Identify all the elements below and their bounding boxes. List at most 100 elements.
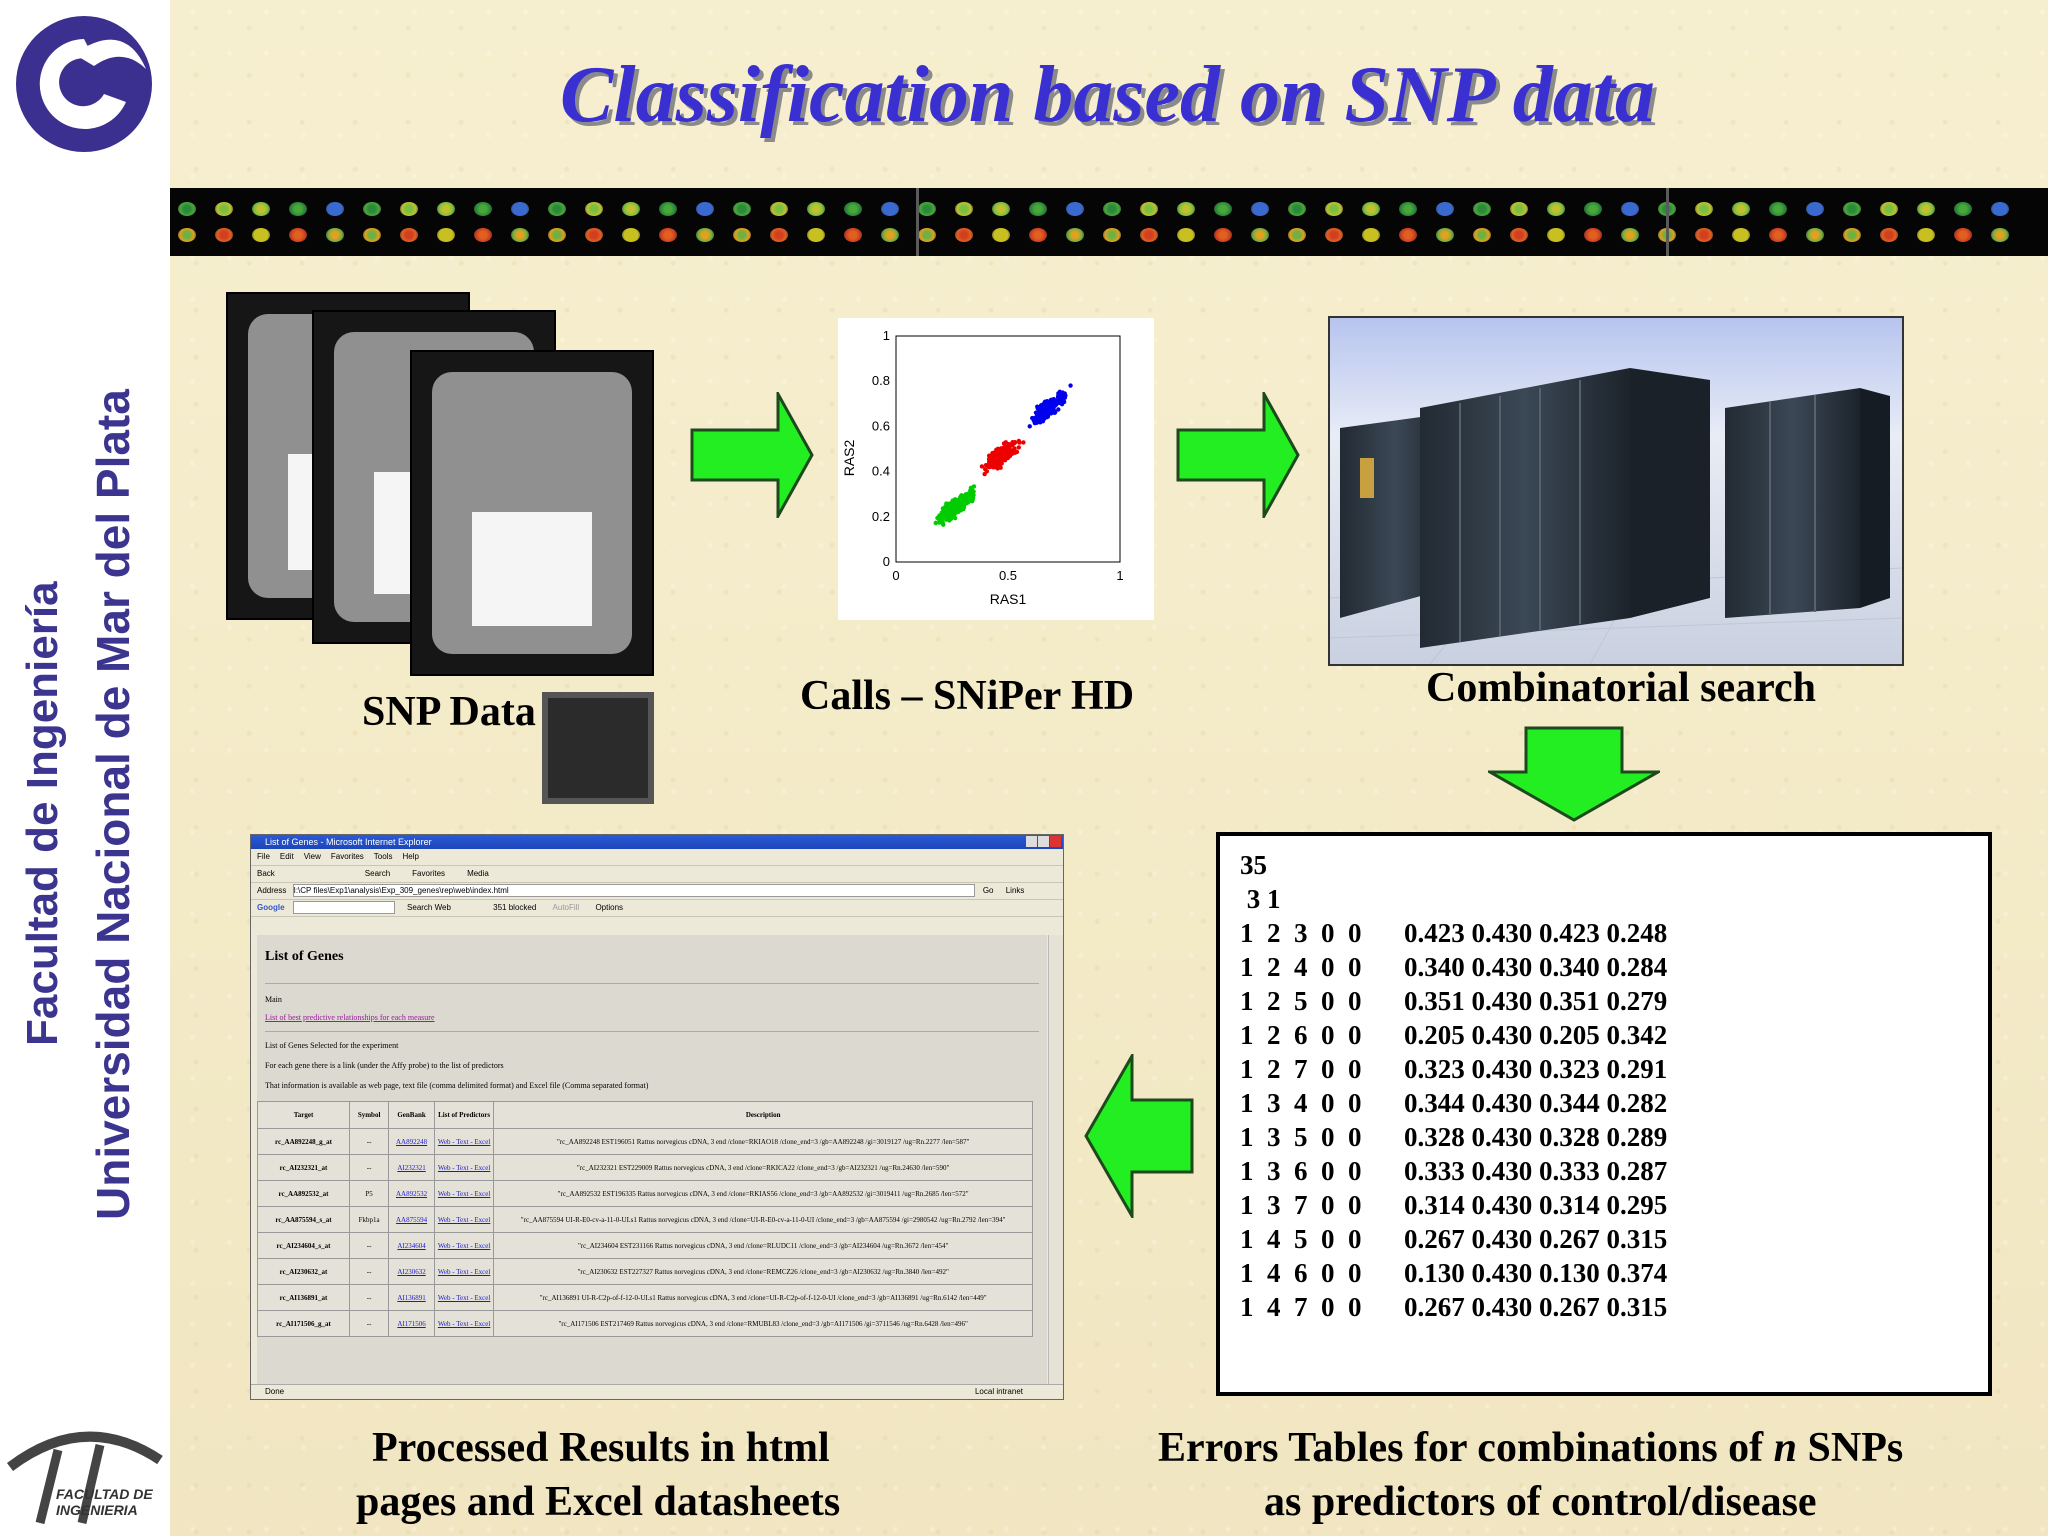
address-input[interactable]: I:\CP files\Exp1\analysis\Exp_309_genes\… (292, 884, 975, 897)
status-done: Done (265, 1387, 285, 1396)
genes-column-header: Description (493, 1101, 1033, 1129)
close-icon[interactable] (1050, 836, 1061, 847)
scatter-point (1007, 447, 1012, 453)
maximize-icon[interactable] (1038, 836, 1049, 847)
genes-cell-desc: "rc_AA892532 EST196335 Rattus norvegicus… (493, 1180, 1033, 1207)
faculty-logo-text-2: INGENIERIA (56, 1502, 138, 1518)
genes-cell-pred[interactable]: Web - Text - Excel (433, 1310, 495, 1337)
genes-cell-target: rc_AI232321_at (257, 1154, 350, 1181)
genes-cell-symbol: -- (348, 1154, 390, 1181)
menu-item-file[interactable]: File (257, 852, 270, 861)
errors-row-index: 1 4 5 0 0 (1240, 1224, 1362, 1254)
errors-row-values: 0.323 0.430 0.323 0.291 (1404, 1054, 1668, 1084)
browser-address-bar: Address I:\CP files\Exp1\analysis\Exp_30… (251, 883, 1063, 900)
genes-cell-pred[interactable]: Web - Text - Excel (433, 1128, 495, 1155)
search-button[interactable]: Search (364, 869, 391, 878)
scatter-point (1035, 418, 1041, 423)
page-line-3: That information is available as web pag… (265, 1081, 649, 1090)
y-tick-label: 0 (883, 554, 890, 569)
plot-frame (895, 335, 1121, 563)
genes-cell-genbank[interactable]: AI230632 (388, 1258, 435, 1285)
scatter-point (946, 501, 951, 507)
faculty-logo-text-1: FACULTAD DE (56, 1486, 153, 1502)
favorites-button[interactable]: Favorites (412, 869, 446, 878)
scatter-point (993, 464, 998, 470)
links-button[interactable]: Links (1005, 886, 1025, 895)
scatter-point (1058, 395, 1064, 400)
genes-cell-target: rc_AI234604_s_at (257, 1232, 350, 1259)
microarray-strip-image (170, 188, 2048, 256)
menu-item-help[interactable]: Help (402, 852, 419, 861)
scatter-point (940, 506, 946, 511)
google-search-input[interactable] (292, 901, 395, 915)
genes-cell-symbol: P5 (348, 1180, 390, 1207)
genes-column-header: List of Predictors (433, 1101, 495, 1129)
genes-cell-genbank[interactable]: AA892532 (388, 1180, 435, 1207)
errors-row-index: 1 2 4 0 0 (1240, 952, 1362, 982)
address-label: Address (257, 886, 287, 895)
genes-cell-pred[interactable]: Web - Text - Excel (433, 1258, 495, 1285)
scatter-point (979, 464, 985, 469)
menu-item-edit[interactable]: Edit (279, 852, 294, 861)
errors-row-index: 1 3 7 0 0 (1240, 1190, 1362, 1220)
genes-cell-symbol: -- (348, 1128, 390, 1155)
scatter-point (947, 509, 952, 514)
scatter-point (997, 452, 1003, 458)
scatter-point (1051, 404, 1057, 409)
scatter-point (1046, 409, 1051, 414)
errors-header-count: 35 (1240, 850, 1267, 880)
page-heading: List of Genes (265, 949, 344, 964)
genes-cell-pred[interactable]: Web - Text - Excel (433, 1232, 495, 1259)
right-arrow-icon (690, 392, 814, 518)
scatter-point (957, 503, 962, 508)
genes-cell-pred[interactable]: Web - Text - Excel (433, 1284, 495, 1311)
snp-chip-card-3 (410, 350, 654, 804)
menu-item-view[interactable]: View (303, 852, 321, 861)
scatter-point (1063, 393, 1068, 398)
autofill-button[interactable]: AutoFill (552, 903, 580, 912)
genes-cell-genbank[interactable]: AI171506 (388, 1310, 435, 1337)
main-link[interactable]: Main (265, 995, 282, 1004)
genes-cell-genbank[interactable]: AI232321 (388, 1154, 435, 1181)
genes-cell-genbank[interactable]: AA875594 (388, 1206, 435, 1233)
errors-row-values: 0.423 0.430 0.423 0.248 (1404, 918, 1668, 948)
scatter-point (1068, 383, 1073, 388)
menu-item-tools[interactable]: Tools (373, 852, 393, 861)
back-button[interactable]: Back (257, 869, 275, 878)
genes-cell-genbank[interactable]: AI234604 (388, 1232, 435, 1259)
minimize-icon[interactable] (1026, 836, 1037, 847)
scatter-point (952, 515, 958, 521)
genes-cell-genbank[interactable]: AI136891 (388, 1284, 435, 1311)
scatter-point (971, 484, 977, 489)
combinatorial-caption: Combinatorial search (1426, 665, 1817, 711)
scatter-point (988, 462, 994, 467)
menu-item-favorites[interactable]: Favorites (330, 852, 364, 861)
scatter-point (982, 471, 987, 477)
google-toolbar: Google Search Web 351 blocked AutoFill O… (251, 900, 1063, 917)
genes-cell-pred[interactable]: Web - Text - Excel (433, 1154, 495, 1181)
snp-data-caption: SNP Data (362, 689, 536, 735)
scatter-point (1021, 440, 1026, 445)
genes-cell-pred[interactable]: Web - Text - Excel (433, 1180, 495, 1207)
scatter-point (993, 455, 999, 460)
errors-row-values: 0.314 0.430 0.314 0.295 (1404, 1190, 1668, 1220)
vertical-scrollbar[interactable] (1048, 935, 1063, 1385)
best-predictors-link[interactable]: List of best predictive relationships fo… (265, 1013, 435, 1022)
y-tick-label: 0.8 (872, 373, 890, 388)
scatter-point (1047, 401, 1052, 406)
go-button[interactable]: Go (982, 886, 994, 895)
genes-cell-genbank[interactable]: AA892248 (388, 1128, 435, 1155)
search-web-button[interactable]: Search Web (407, 903, 451, 912)
genes-cell-pred[interactable]: Web - Text - Excel (433, 1206, 495, 1233)
y-tick-label: 1 (883, 328, 890, 343)
media-button[interactable]: Media (467, 869, 489, 878)
errors-caption-n: n (1773, 1425, 1798, 1471)
options-button[interactable]: Options (595, 903, 624, 912)
